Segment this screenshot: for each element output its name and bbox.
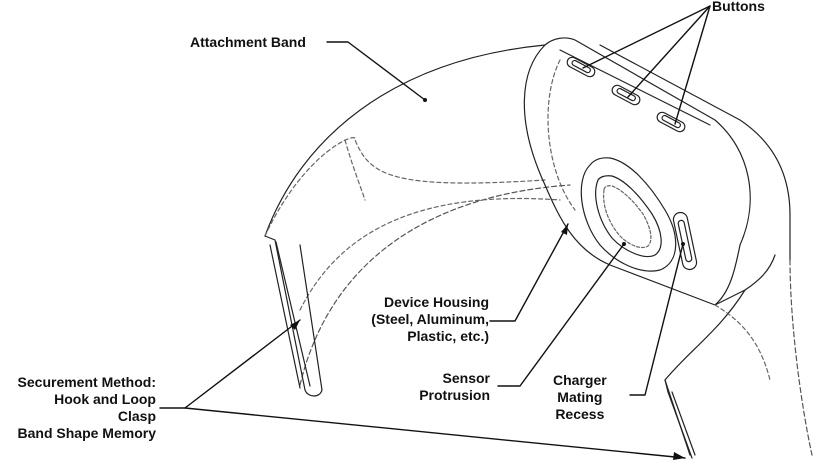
band-outer-edge bbox=[265, 45, 545, 236]
band-crease bbox=[345, 140, 365, 200]
left-band-end-inner2 bbox=[276, 242, 310, 386]
label-device-housing: Device Housing (Steel, Aluminum, Plastic… bbox=[371, 294, 489, 345]
leader-dot-attachment bbox=[423, 98, 427, 102]
leader-securement-2 bbox=[185, 408, 685, 458]
leader-sensor bbox=[498, 244, 624, 386]
leader-attachment-band bbox=[327, 42, 425, 100]
right-band-outer bbox=[790, 260, 812, 455]
sensor-inner2 bbox=[604, 186, 651, 248]
leader-buttons-1 bbox=[583, 6, 710, 68]
sensor-inner bbox=[596, 176, 661, 257]
band-inner-edge bbox=[300, 185, 570, 385]
label-securement-method: Securement Method: Hook and Loop Clasp B… bbox=[18, 374, 156, 442]
label-attachment-band: Attachment Band bbox=[190, 34, 306, 51]
button-1 bbox=[565, 56, 596, 79]
leader-device-housing bbox=[490, 224, 568, 321]
sensor-outer bbox=[581, 158, 675, 271]
housing-rim bbox=[600, 45, 790, 260]
right-band-inner bbox=[665, 290, 745, 455]
arrowhead-securement bbox=[673, 452, 685, 460]
label-buttons: Buttons bbox=[712, 0, 765, 15]
label-charger-mating-recess: Charger Mating Recess bbox=[553, 372, 607, 423]
leader-securement-1 bbox=[160, 320, 300, 408]
leader-buttons-2 bbox=[628, 6, 710, 97]
leader-dot-charger bbox=[681, 242, 685, 246]
band-mid-edge bbox=[265, 138, 545, 236]
right-band-edge bbox=[715, 305, 770, 380]
label-sensor-protrusion: Sensor Protrusion bbox=[419, 370, 490, 404]
right-band-end-inner bbox=[672, 392, 695, 455]
housing-back-dash bbox=[548, 60, 575, 210]
arrowhead-housing bbox=[561, 224, 568, 235]
left-band-end-inner bbox=[270, 245, 300, 388]
leader-buttons-3 bbox=[675, 6, 710, 124]
button-3 bbox=[655, 111, 686, 134]
leader-dot-sensor bbox=[622, 242, 626, 246]
housing-side bbox=[715, 255, 775, 305]
housing-outline bbox=[524, 38, 750, 305]
housing-top-face bbox=[560, 50, 710, 125]
leader-charger bbox=[630, 244, 683, 395]
